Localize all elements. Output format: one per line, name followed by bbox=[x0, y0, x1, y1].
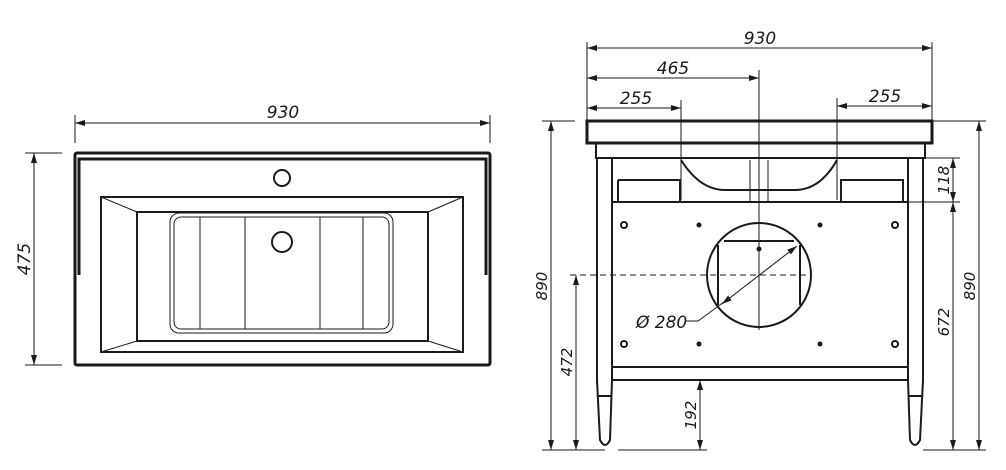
width-label: 930 bbox=[744, 29, 776, 49]
left-offset-label: 255 bbox=[620, 89, 652, 109]
panel-height-label: 672 bbox=[935, 308, 953, 337]
service-hole: Ø 280 bbox=[570, 222, 812, 333]
front-view: 930 465 255 255 bbox=[533, 29, 986, 451]
bottom-clearance-label: 192 bbox=[682, 401, 700, 430]
hole-diameter-label: Ø 280 bbox=[635, 313, 687, 333]
depth-dimension: 475 bbox=[15, 152, 62, 366]
hole-center-height-label: 472 bbox=[558, 348, 576, 377]
top-view: 930 475 bbox=[15, 103, 492, 367]
apron-height-label: 118 bbox=[935, 166, 953, 195]
total-height-left-label: 890 bbox=[533, 272, 551, 301]
total-height-right-label: 890 bbox=[961, 272, 979, 301]
width-label: 930 bbox=[267, 103, 299, 123]
depth-label: 475 bbox=[15, 243, 35, 275]
width-dimension: 930 bbox=[74, 103, 491, 143]
right-offset-label: 255 bbox=[869, 87, 901, 107]
drain-hole-icon bbox=[271, 231, 293, 253]
faucet-hole-icon bbox=[273, 169, 291, 187]
half-width-label: 465 bbox=[657, 59, 689, 79]
washbasin-top-outline bbox=[73, 151, 492, 367]
